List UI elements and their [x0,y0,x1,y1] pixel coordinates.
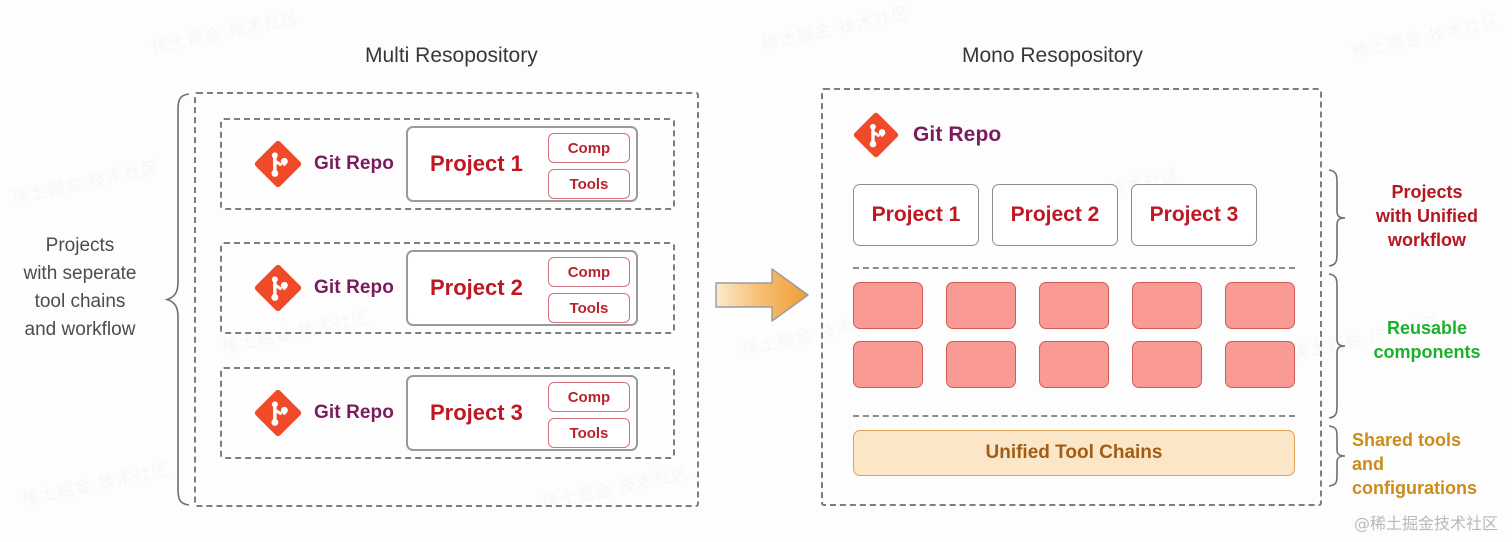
git-logo-icon [254,140,302,188]
component-box[interactable] [1225,282,1295,329]
tools-tag[interactable]: Tools [547,293,630,323]
git-repo-label: Git Repo [913,123,1002,146]
annotation-projects-unified-workflow: Projects with Unified workflow [1376,182,1478,250]
reusable-components-grid [853,282,1295,388]
transition-arrow-icon [714,266,810,324]
project-name: Project 2 [429,275,523,300]
background-watermark: 稀土掘金 技术社区 [759,0,911,54]
project-name: Project 1 [429,151,523,176]
project-card[interactable]: Project 3 Comp Tools [405,375,638,451]
tag-stack: Comp Tools [547,382,630,448]
component-box[interactable] [1039,282,1109,329]
git-repo-label: Git Repo [314,402,394,423]
annotation-shared-tools: Shared tools and configurations [1352,430,1477,498]
mono-git-repo: Git Repo [853,112,1001,158]
multi-repo-title: Multi Resopository [365,44,538,67]
annotation-reusable-components: Reusable components [1373,318,1481,362]
mono-projects-row: Project 1 Project 2 Project 3 [853,184,1257,246]
git-repo-label: Git Repo [314,153,394,174]
tools-tag[interactable]: Tools [547,169,630,199]
repo-row: Git Repo Project 1 Comp Tools [220,118,675,210]
left-curly-brace [163,92,193,507]
repo-row: Git Repo Project 3 Comp Tools [220,367,675,459]
tag-stack: Comp Tools [547,133,630,199]
git-repo-label: Git Repo [314,277,394,298]
component-box[interactable] [946,341,1016,388]
right-curly-brace-toolchains [1326,424,1348,488]
repo-row: Git Repo Project 2 Comp Tools [220,242,675,334]
comp-tag[interactable]: Comp [547,133,630,163]
background-watermark: 稀土掘金 技术社区 [19,455,171,511]
git-logo-icon [254,264,302,312]
component-box[interactable] [853,282,923,329]
component-box[interactable] [1225,341,1295,388]
divider-components-toolchains [853,415,1295,417]
mono-project-box[interactable]: Project 3 [1131,184,1257,246]
mono-repo-container: Git Repo Project 1 Project 2 Project 3 U… [821,88,1322,506]
component-box[interactable] [1132,341,1202,388]
component-box[interactable] [1132,282,1202,329]
multi-repo-caption: Projects with seperate tool chains and w… [23,235,137,340]
right-curly-brace-projects [1326,168,1348,268]
background-watermark: 稀土掘金 技术社区 [9,153,161,209]
git-logo-icon [254,389,302,437]
corner-watermark: @稀土掘金技术社区 [1353,514,1498,533]
background-watermark: 稀土掘金 技术社区 [1349,7,1501,63]
component-box[interactable] [1039,341,1109,388]
tag-stack: Comp Tools [547,257,630,323]
multi-repo-container: Git Repo Project 1 Comp Tools [194,92,699,507]
mono-project-box[interactable]: Project 1 [853,184,979,246]
comp-tag[interactable]: Comp [547,257,630,287]
git-logo-icon [853,112,899,158]
project-card[interactable]: Project 2 Comp Tools [405,250,638,326]
component-box[interactable] [946,282,1016,329]
right-curly-brace-components [1326,272,1348,420]
comp-tag[interactable]: Comp [547,382,630,412]
mono-project-box[interactable]: Project 2 [992,184,1118,246]
tools-tag[interactable]: Tools [547,418,630,448]
project-card[interactable]: Project 1 Comp Tools [405,126,638,202]
unified-tool-chains-bar[interactable]: Unified Tool Chains [853,430,1295,476]
component-box[interactable] [853,341,923,388]
divider-projects-components [853,267,1295,269]
background-watermark: 稀土掘金 技术社区 [149,3,301,59]
mono-repo-title: Mono Resopository [962,44,1143,67]
project-name: Project 3 [429,400,523,425]
